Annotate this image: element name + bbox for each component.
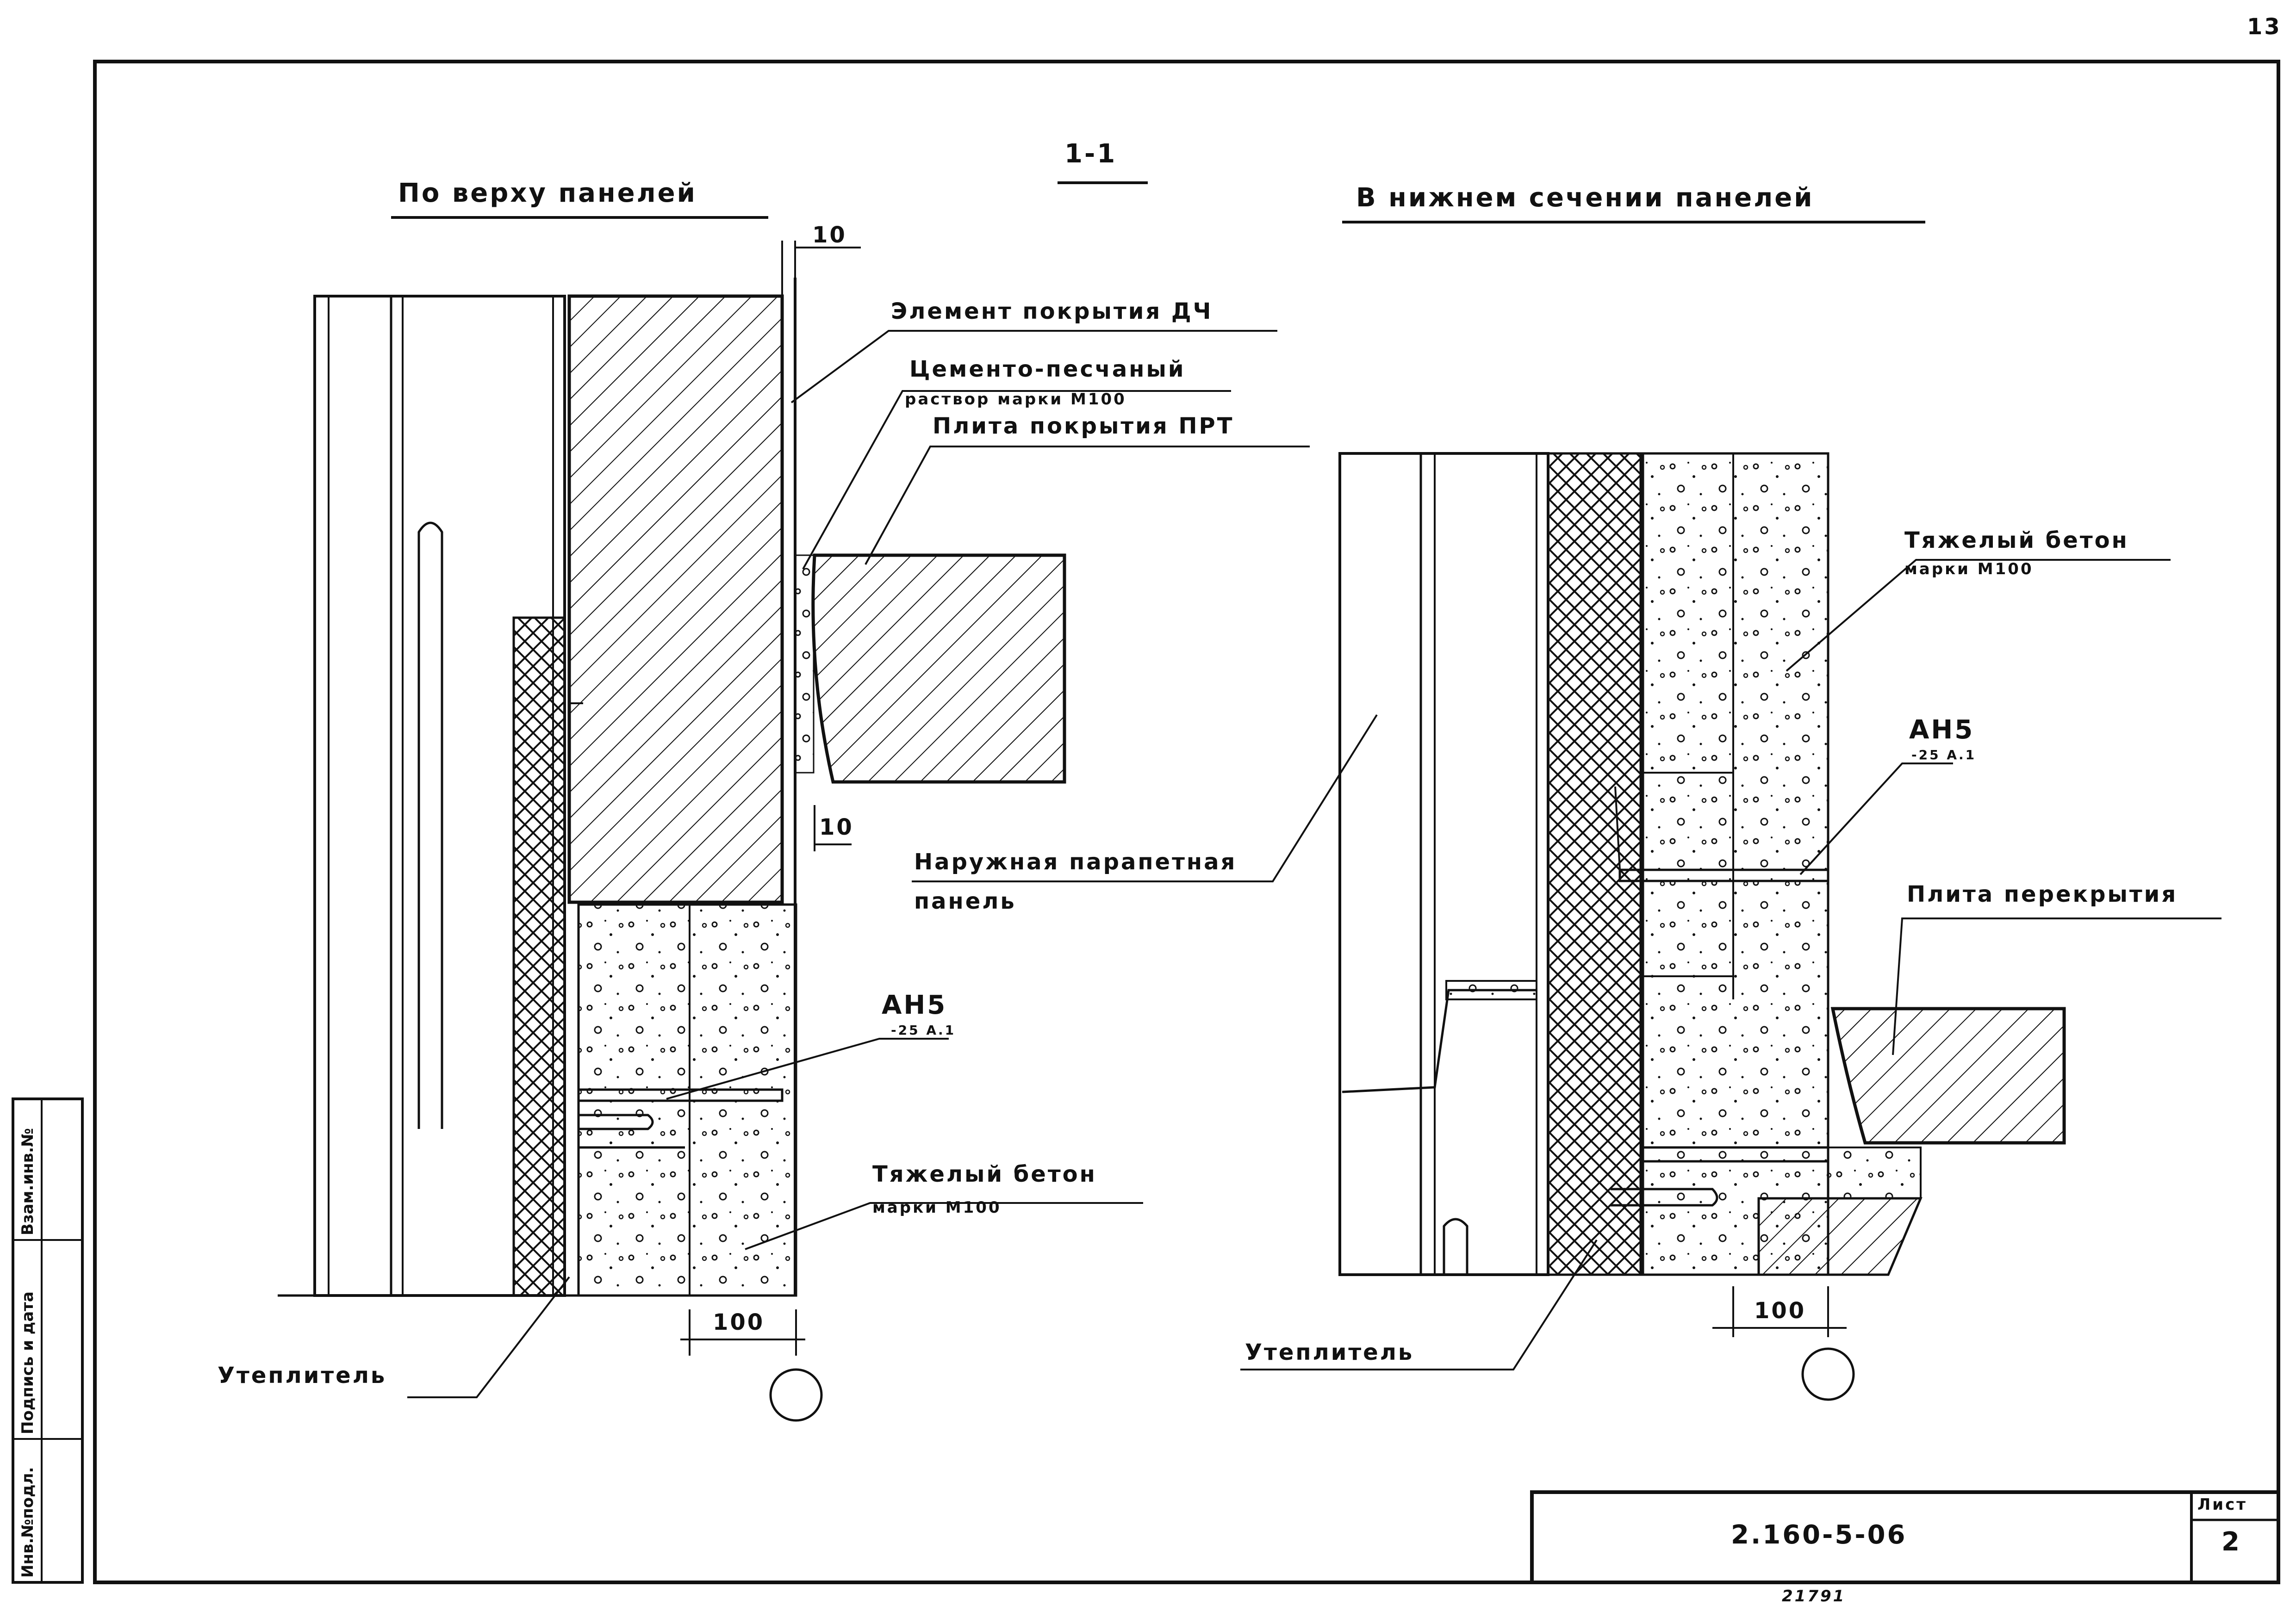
sheet-frame [93, 60, 2280, 1584]
label-insulation-left: Утеплитель [218, 1363, 387, 1389]
label-parapet-1: Наружная парапетная [914, 849, 1237, 875]
label-anchor-left: АН5 [882, 990, 947, 1020]
dim-right-width: 100 [1754, 1298, 1806, 1324]
label-mortar-2: раствор марки М100 [905, 390, 1126, 409]
page-number: 13 [2247, 14, 2282, 40]
right-detail [912, 221, 2221, 1401]
dim-mid-gap: 10 [819, 814, 854, 840]
label-parapet-2: панель [914, 888, 1016, 914]
sheet-label: Лист [2197, 1495, 2247, 1514]
label-floor-slab: Плита перекрытия [1907, 881, 2178, 907]
section-mark: 1-1 [1064, 139, 1117, 169]
label-slab-prt: Плита покрытия ПРТ [933, 413, 1234, 439]
dim-left-width: 100 [713, 1309, 765, 1335]
right-view-title: В нижнем сечении панелей [1356, 183, 1814, 213]
stamp-field-3: Взам.инв.№ [19, 1128, 37, 1235]
label-concrete-left-1: Тяжелый бетон [872, 1161, 1097, 1187]
left-view-title: По верху панелей [398, 178, 697, 208]
label-insulation-right: Утеплитель [1245, 1339, 1414, 1365]
stamp-field-1: Инв.№подл. [19, 1467, 37, 1578]
label-concrete-right-2: марки М100 [1904, 560, 2034, 578]
label-anchor-right: АН5 [1909, 715, 1975, 745]
label-concrete-left-2: марки М100 [872, 1198, 1002, 1217]
title-block [1530, 1490, 2280, 1584]
label-element-dch: Элемент покрытия ДЧ [891, 298, 1213, 324]
dim-top-gap: 10 [812, 222, 847, 248]
label-anchor-right-sub: -25 А.1 [1911, 747, 1977, 763]
label-anchor-left-sub: -25 А.1 [891, 1023, 956, 1038]
left-detail [278, 216, 1310, 1422]
label-mortar-1: Цементо-песчаный [909, 356, 1186, 382]
side-stamp [12, 1097, 84, 1584]
drawing-code: 2.160-5-06 [1731, 1520, 1907, 1550]
label-concrete-right-1: Тяжелый бетон [1904, 527, 2129, 553]
stamp-field-2: Подпись и дата [19, 1291, 37, 1434]
sheet-number: 2 [2221, 1527, 2241, 1557]
footer-number: 21791 [1782, 1587, 1846, 1606]
